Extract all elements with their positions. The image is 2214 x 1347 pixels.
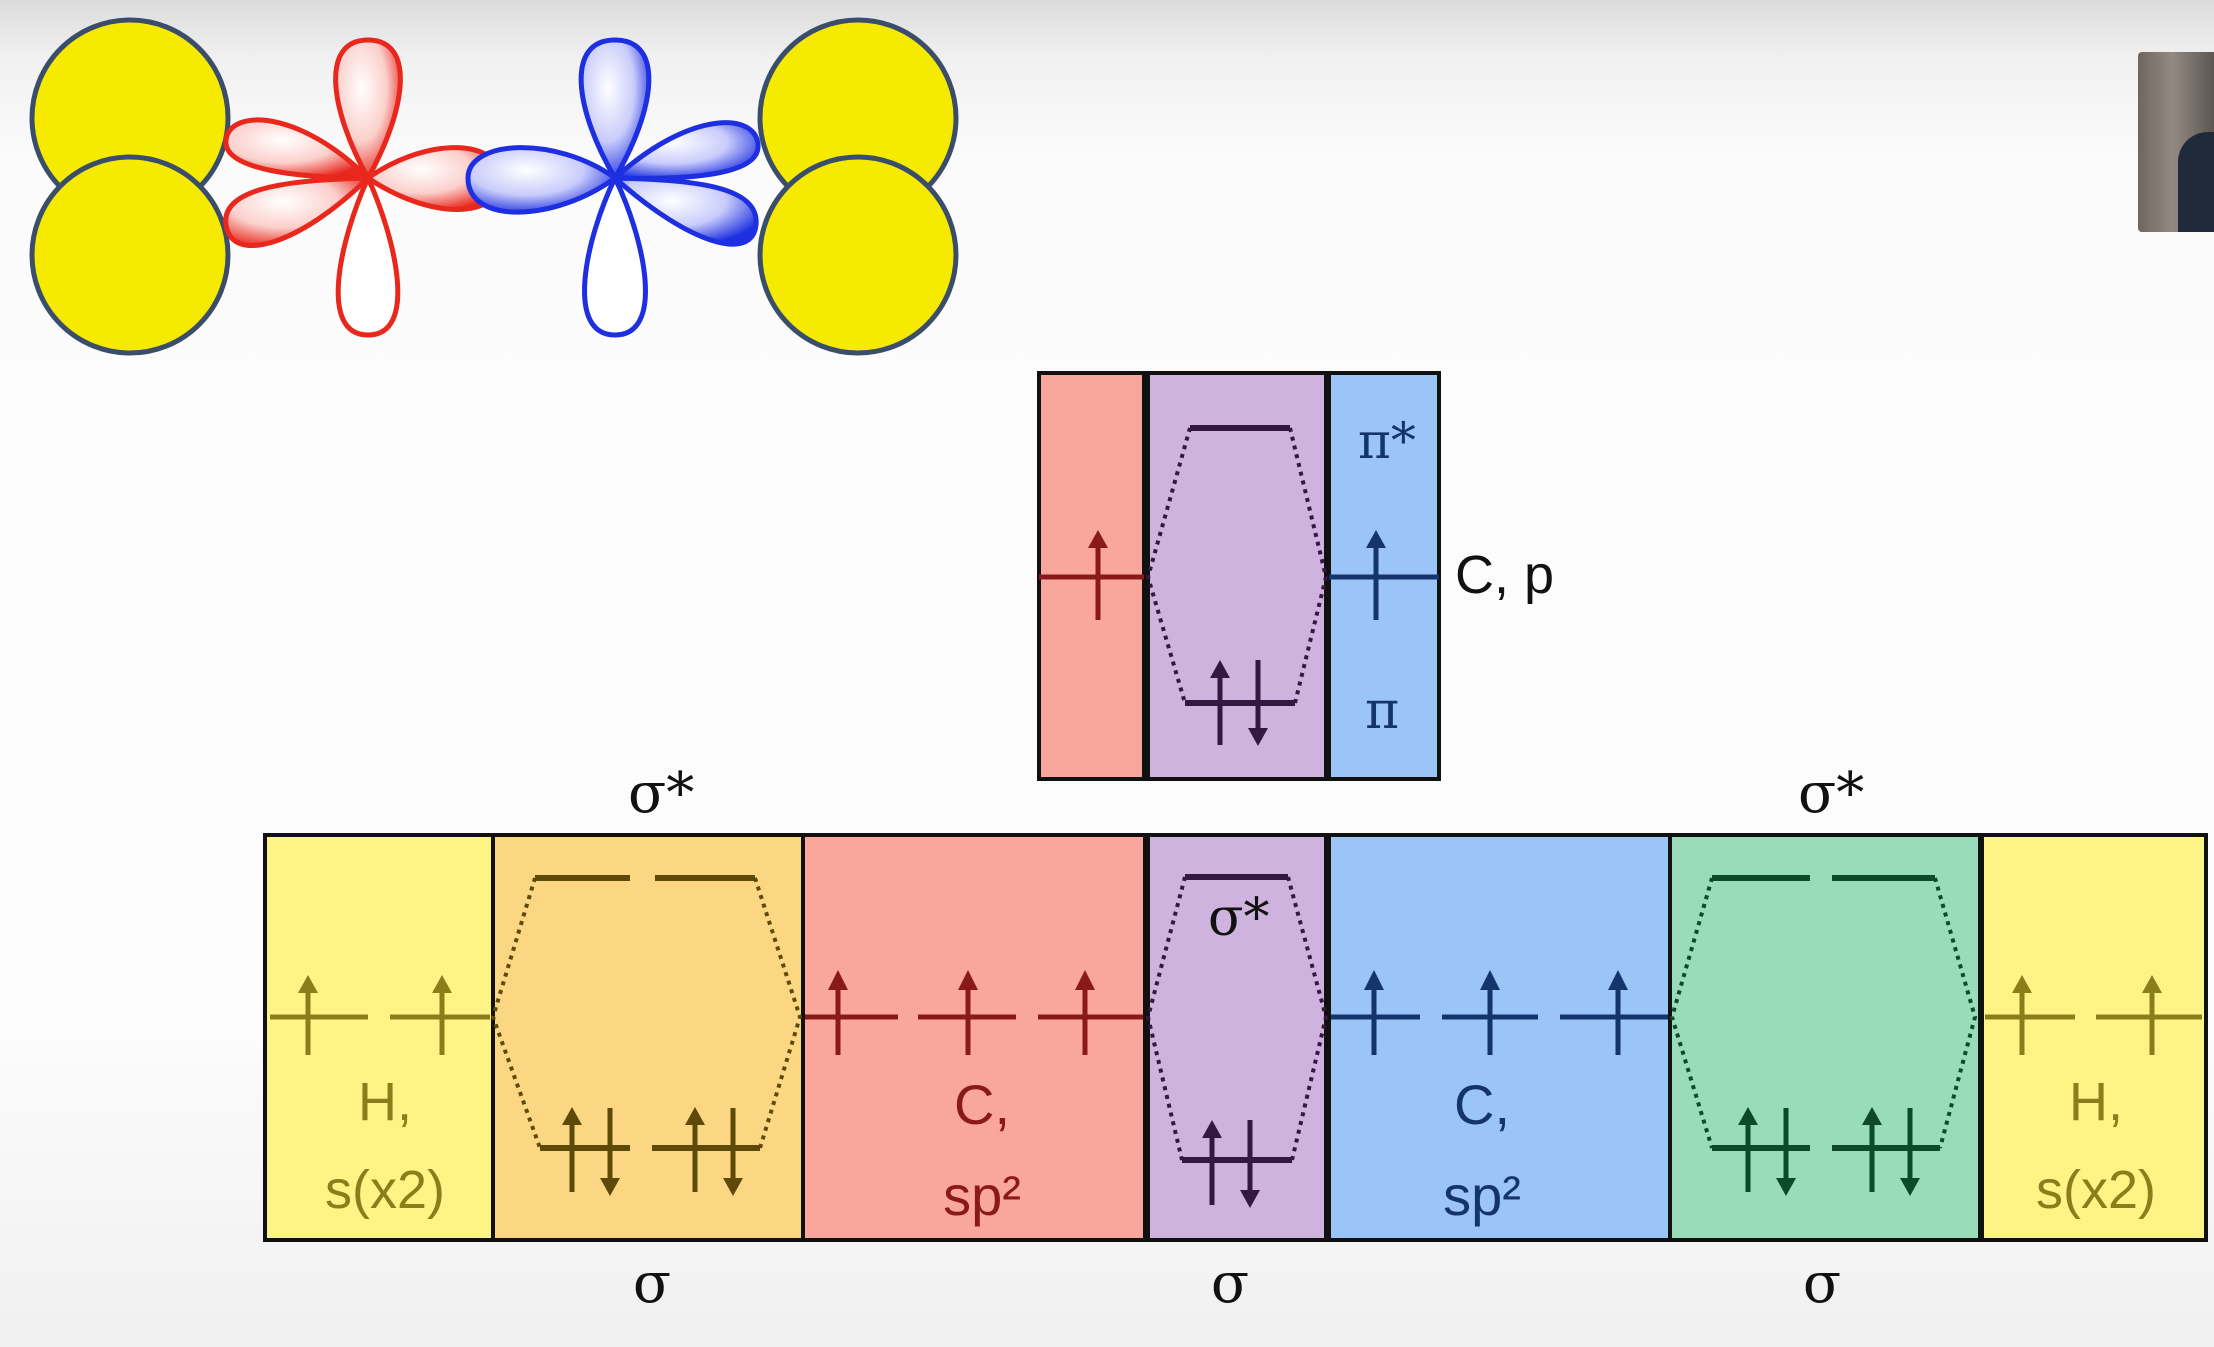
sigma-right-label: σ bbox=[1803, 1251, 1841, 1316]
c-left-sp2-box bbox=[801, 833, 1147, 1242]
h-left-label-2: s(x2) bbox=[325, 1160, 445, 1220]
h-left-label-1: H, bbox=[358, 1072, 412, 1132]
pi-mixing-box bbox=[1146, 371, 1328, 781]
h-right-box bbox=[1980, 833, 2208, 1242]
sigma-framework: H, s(x2) bbox=[263, 761, 2208, 1316]
right-carbon-orbitals bbox=[465, 37, 761, 338]
ethylene-orbital-illustration bbox=[29, 17, 959, 356]
c-right-label-2: sp² bbox=[1443, 1164, 1521, 1227]
c-left-label-2: sp² bbox=[943, 1164, 1021, 1227]
sigma-star-right-label: σ* bbox=[1798, 761, 1864, 826]
ch-mixing-right-box bbox=[1668, 833, 1982, 1242]
sigma-center-label: σ bbox=[1211, 1251, 1249, 1316]
c-right-label-1: C, bbox=[1454, 1073, 1510, 1136]
h-left-box bbox=[263, 833, 495, 1242]
h-right-label-1: H, bbox=[2069, 1072, 2123, 1132]
cc-mixing-box bbox=[1146, 833, 1328, 1242]
pi-label: π bbox=[1365, 681, 1399, 741]
h-right-label-2: s(x2) bbox=[2036, 1160, 2156, 1220]
pi-system: π* π C, p bbox=[1037, 371, 1554, 781]
webcam-thumbnail bbox=[2138, 52, 2214, 232]
sigma-left-label: σ bbox=[633, 1251, 671, 1316]
c-left-label-1: C, bbox=[954, 1073, 1010, 1136]
left-carbon-orbitals bbox=[223, 37, 503, 338]
ch-mixing-left-box bbox=[491, 833, 805, 1242]
c-p-label: C, p bbox=[1455, 545, 1554, 605]
c-right-sp2-box bbox=[1327, 833, 1672, 1242]
pi-star-label: π* bbox=[1358, 412, 1416, 470]
sigma-star-cc-label: σ* bbox=[1208, 888, 1270, 948]
sigma-star-left-label: σ* bbox=[628, 761, 694, 826]
webcam-figure bbox=[2178, 132, 2214, 232]
hydrogen-bottom-left bbox=[29, 154, 231, 356]
hydrogen-bottom-right bbox=[757, 154, 959, 356]
